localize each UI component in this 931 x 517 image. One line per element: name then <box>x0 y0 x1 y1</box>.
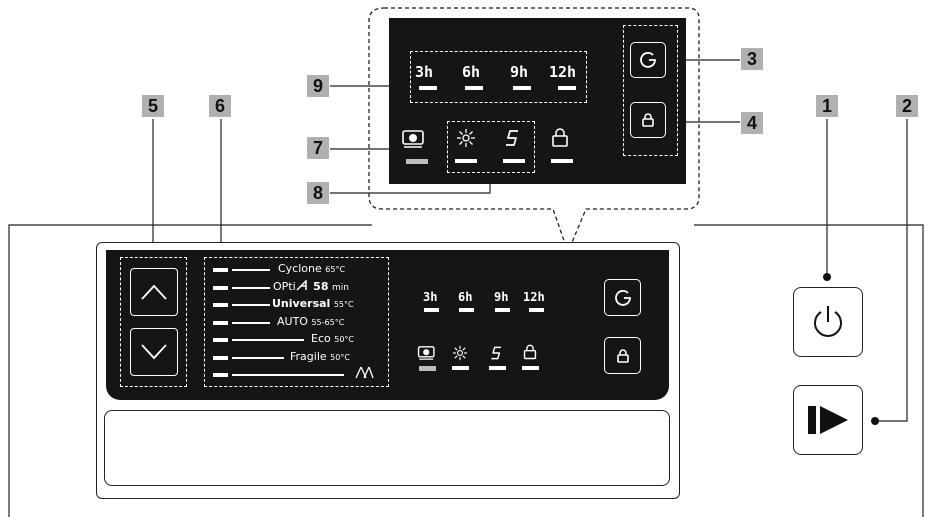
power-icon <box>814 306 842 337</box>
delay-timer-icon <box>640 52 656 68</box>
program-line <box>232 374 344 376</box>
panel-led-12h <box>529 308 544 312</box>
rinse-aid-icon <box>457 129 475 147</box>
rinse-aid-icon <box>452 345 468 361</box>
zoom-timer-12h: 12h <box>549 63 577 81</box>
glass-icon <box>523 344 537 360</box>
zoom-led-12h <box>558 86 576 90</box>
callout-7: 7 <box>307 137 329 159</box>
panel-led-rinse <box>452 366 469 370</box>
zoom-button-group <box>623 25 678 156</box>
display-panel <box>106 250 669 400</box>
program-fragile: Fragile 50°C <box>290 350 350 363</box>
panel-timer-9h: 9h <box>494 290 509 304</box>
zoom-timer-group <box>410 51 587 103</box>
zoom-bubble-outline <box>368 7 700 254</box>
leader-8 <box>330 182 491 194</box>
program-universal: Universal 55°C <box>272 297 354 310</box>
panel-timer-12h: 12h <box>523 290 545 304</box>
zoom-led-rinse <box>455 159 477 163</box>
zoom-led-9h <box>513 86 531 90</box>
panel-led-glass <box>522 366 539 370</box>
zoomed-panel <box>389 18 686 184</box>
handle-recess <box>104 410 670 486</box>
program-line <box>232 322 270 324</box>
program-list-group <box>204 257 389 387</box>
zoom-led-glass <box>551 159 573 163</box>
callout-6: 6 <box>209 95 231 117</box>
chevron-down-icon <box>141 344 167 360</box>
tablet-icon <box>402 130 424 148</box>
program-led <box>213 286 228 290</box>
up-button[interactable] <box>130 268 178 316</box>
rinse-program-icon <box>355 366 374 379</box>
program-auto: AUTO 55-65°C <box>277 315 345 328</box>
frame-left-line <box>8 224 372 517</box>
zoom-led-salt <box>503 159 525 163</box>
chevron-up-icon <box>141 284 167 300</box>
opti-a-icon <box>296 279 307 291</box>
arrow-button-group <box>120 257 187 387</box>
zoom-led-tablet <box>406 159 428 164</box>
program-line <box>232 339 304 341</box>
leader-2 <box>876 119 908 422</box>
program-led <box>213 356 228 360</box>
program-led <box>213 338 228 342</box>
frame-right-line <box>694 224 924 517</box>
salt-icon <box>491 346 501 360</box>
play-pause-icon <box>808 406 848 434</box>
callout-2: 2 <box>896 95 918 117</box>
zoom-indicator-group <box>447 121 535 173</box>
down-button[interactable] <box>130 328 178 376</box>
program-led <box>213 373 228 377</box>
panel-led-salt <box>489 366 506 370</box>
zoom-lock-button[interactable] <box>630 102 666 138</box>
leader-2-dot <box>871 417 879 425</box>
start-pause-button[interactable] <box>793 385 863 455</box>
program-eco: Eco 50°C <box>311 332 354 345</box>
power-button[interactable] <box>793 287 863 357</box>
salt-icon <box>506 130 518 146</box>
panel-timer-6h: 6h <box>458 290 473 304</box>
tablet-icon <box>417 346 435 360</box>
callout-3: 3 <box>741 48 763 70</box>
child-lock-icon <box>616 348 629 363</box>
panel-led-9h <box>495 308 510 312</box>
panel-led-tablet <box>419 366 436 371</box>
program-led <box>213 321 228 325</box>
program-line <box>232 287 270 289</box>
panel-lock-button[interactable] <box>604 337 641 374</box>
callout-1: 1 <box>816 95 838 117</box>
program-line <box>232 269 270 271</box>
program-led <box>213 268 228 272</box>
program-line <box>232 357 284 359</box>
panel-delay-button[interactable] <box>604 279 641 316</box>
zoom-timer-9h: 9h <box>510 63 529 81</box>
program-line <box>232 304 270 306</box>
glass-icon <box>552 128 568 147</box>
panel-led-3h <box>424 308 439 312</box>
program-opti: OPti 58 min <box>273 279 349 293</box>
child-lock-icon <box>642 113 654 127</box>
delay-timer-icon <box>614 289 631 306</box>
callout-8: 8 <box>307 182 329 204</box>
zoom-timer-6h: 6h <box>462 63 481 81</box>
program-cyclone: Cyclone 65°C <box>278 262 346 275</box>
callout-4: 4 <box>741 112 763 134</box>
callout-9: 9 <box>307 75 329 97</box>
callout-5: 5 <box>142 95 164 117</box>
zoom-delay-button[interactable] <box>630 42 666 78</box>
zoom-timer-3h: 3h <box>415 63 434 81</box>
program-led <box>213 303 228 307</box>
zoom-led-3h <box>419 86 437 90</box>
leader-1-dot <box>823 273 831 281</box>
panel-led-6h <box>459 308 474 312</box>
panel-timer-3h: 3h <box>423 290 438 304</box>
zoom-led-6h <box>465 86 483 90</box>
